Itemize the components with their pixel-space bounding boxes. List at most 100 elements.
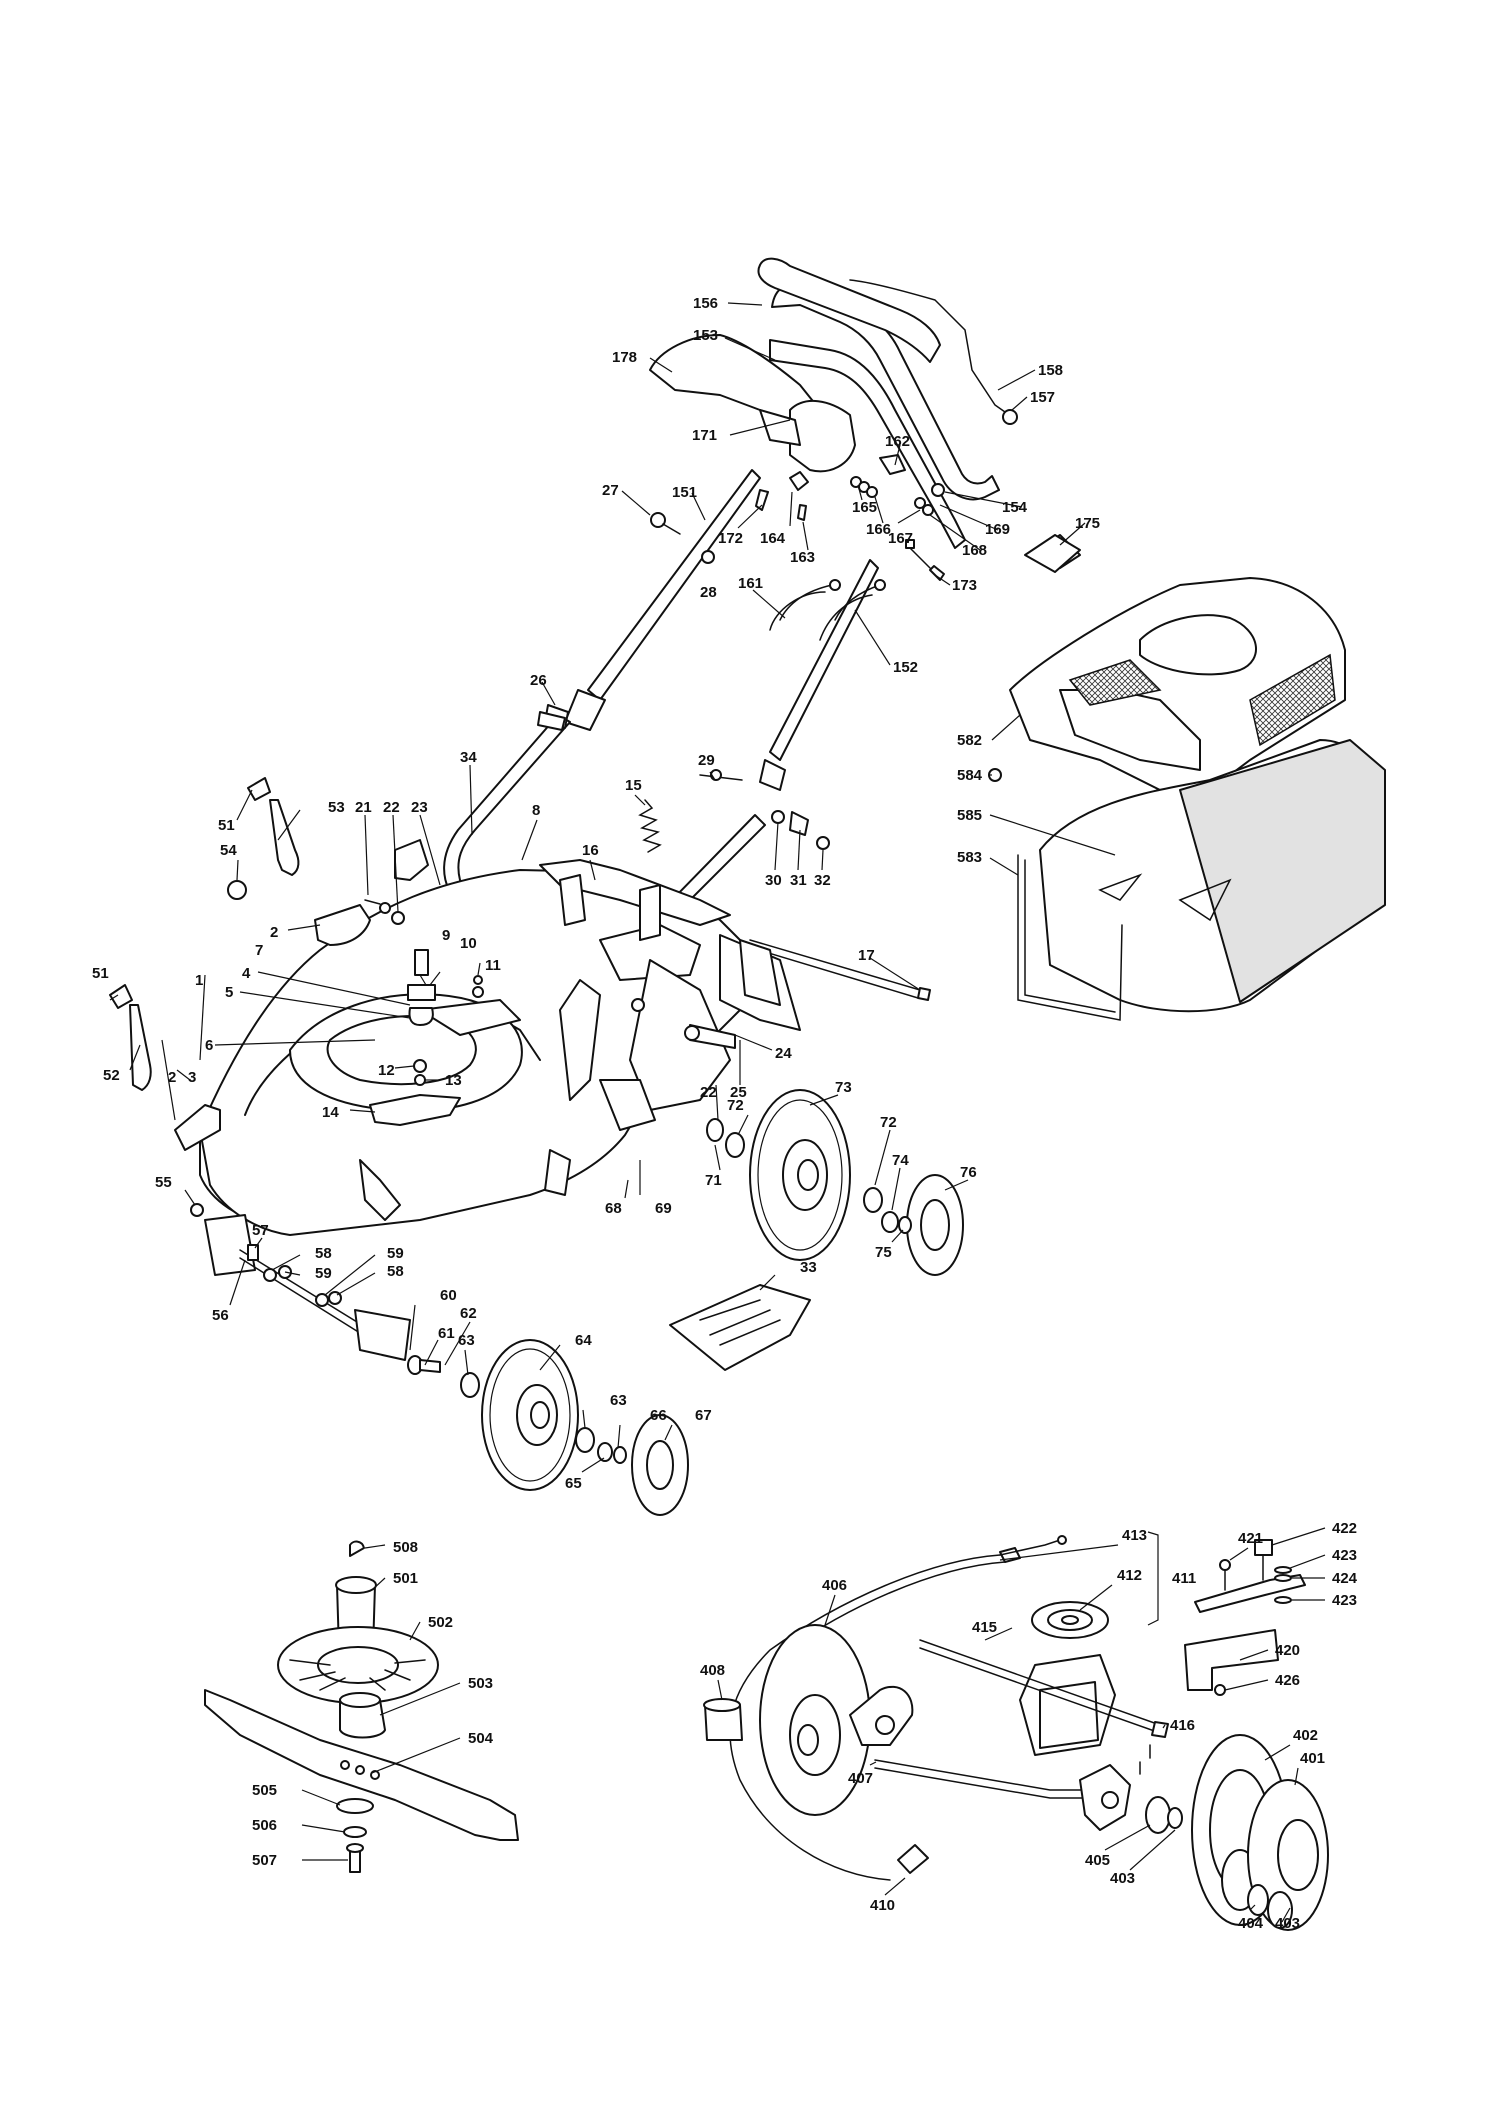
label-582: 582	[957, 732, 982, 749]
mower-deck	[199, 869, 761, 1236]
label-34: 34	[460, 749, 477, 766]
label-402: 402	[1293, 1727, 1318, 1744]
label-424: 424	[1332, 1570, 1358, 1587]
label-501: 501	[393, 1570, 418, 1587]
label-171: 171	[692, 427, 717, 444]
label-3: 3	[188, 1069, 196, 1086]
label-29: 29	[698, 752, 715, 769]
cable-413	[999, 1535, 1067, 1556]
label-54: 54	[220, 842, 237, 859]
handle-grip-156	[757, 257, 941, 363]
label-401: 401	[1300, 1750, 1325, 1767]
label-76: 76	[960, 1164, 977, 1181]
label-164: 164	[760, 530, 786, 547]
label-66: 66	[650, 1407, 667, 1424]
label-162: 162	[885, 433, 910, 450]
label-585: 585	[957, 807, 982, 824]
label-403b: 403	[1275, 1915, 1300, 1932]
rear-wheel-73	[749, 1089, 851, 1261]
label-10: 10	[460, 935, 477, 952]
clip-425	[1194, 1574, 1306, 1613]
label-167: 167	[888, 530, 913, 547]
drive-shaft-416	[919, 1639, 1169, 1759]
spring-15	[638, 799, 662, 853]
label-68: 68	[605, 1200, 622, 1217]
label-15: 15	[625, 777, 642, 794]
gearbox	[1019, 1654, 1116, 1756]
label-26: 26	[530, 672, 547, 689]
blade-shield-14	[369, 1094, 461, 1126]
label-28: 28	[700, 584, 717, 601]
label-63: 63	[458, 1332, 475, 1349]
label-63b: 63	[610, 1392, 627, 1409]
label-412: 412	[1117, 1567, 1142, 1584]
label-59b: 59	[387, 1245, 404, 1262]
label-508: 508	[393, 1539, 418, 1556]
label-57: 57	[252, 1222, 269, 1239]
grass-box-body-585	[1039, 739, 1386, 1013]
label-158: 158	[1038, 362, 1063, 379]
label-56: 56	[212, 1307, 229, 1324]
hub-cap-67	[631, 1414, 689, 1516]
label-22b: 22	[700, 1084, 717, 1101]
label-16: 16	[582, 842, 599, 859]
label-502: 502	[428, 1614, 453, 1631]
label-71: 71	[705, 1172, 722, 1189]
hub-cap-76	[906, 1174, 964, 1276]
front-washers	[407, 1355, 627, 1464]
label-165: 165	[852, 499, 877, 516]
label-75: 75	[875, 1244, 892, 1261]
label-55: 55	[155, 1174, 172, 1191]
ring-gear-401	[1247, 1779, 1329, 1931]
label-583: 583	[957, 849, 982, 866]
label-423: 423	[1332, 1547, 1357, 1564]
label-151: 151	[672, 484, 697, 501]
label-2b: 2	[168, 1069, 176, 1086]
label-6: 6	[205, 1037, 213, 1054]
blade-bolt-hardware	[336, 1798, 374, 1873]
label-154: 154	[1002, 499, 1028, 516]
label-2: 2	[270, 924, 278, 941]
label-156: 156	[693, 295, 718, 312]
blade-504	[204, 1689, 519, 1841]
rear-washers	[631, 998, 912, 1234]
label-413: 413	[1122, 1527, 1147, 1544]
bag-175	[1024, 534, 1081, 573]
label-422: 422	[1332, 1520, 1357, 1537]
label-416: 416	[1170, 1717, 1195, 1734]
label-58b: 58	[387, 1263, 404, 1280]
label-421: 421	[1238, 1530, 1263, 1547]
bushing-408	[703, 1698, 743, 1741]
label-51: 51	[218, 817, 235, 834]
label-14: 14	[322, 1104, 339, 1121]
label-404: 404	[1238, 1915, 1264, 1932]
label-420: 420	[1275, 1642, 1300, 1659]
bracket-420	[1184, 1629, 1279, 1691]
label-52: 52	[103, 1067, 120, 1084]
label-72: 72	[727, 1097, 744, 1114]
label-405: 405	[1085, 1852, 1110, 1869]
label-53: 53	[328, 799, 345, 816]
label-161: 161	[738, 575, 763, 592]
label-11: 11	[485, 957, 501, 974]
cable-rod-158	[849, 279, 1018, 425]
fan-502	[277, 1626, 439, 1704]
rear-axle-17	[749, 939, 931, 1001]
pulley-412	[1031, 1601, 1109, 1639]
label-166: 166	[866, 521, 891, 538]
label-1: 1	[195, 972, 203, 989]
label-152: 152	[893, 659, 918, 676]
bracket-407	[849, 1685, 1091, 1799]
label-506: 506	[252, 1817, 277, 1834]
label-173: 173	[952, 577, 977, 594]
gear-washers-403	[1145, 1796, 1293, 1929]
label-406: 406	[822, 1577, 847, 1594]
part-labels: 156 153 178 158 157 171 27 151 162 154 1…	[92, 295, 1358, 1932]
rear-bracket-24	[719, 934, 801, 1031]
label-584: 584	[957, 767, 983, 784]
label-411: 411	[1172, 1570, 1196, 1587]
label-178: 178	[612, 349, 637, 366]
label-403: 403	[1110, 1870, 1135, 1887]
label-64: 64	[575, 1332, 592, 1349]
